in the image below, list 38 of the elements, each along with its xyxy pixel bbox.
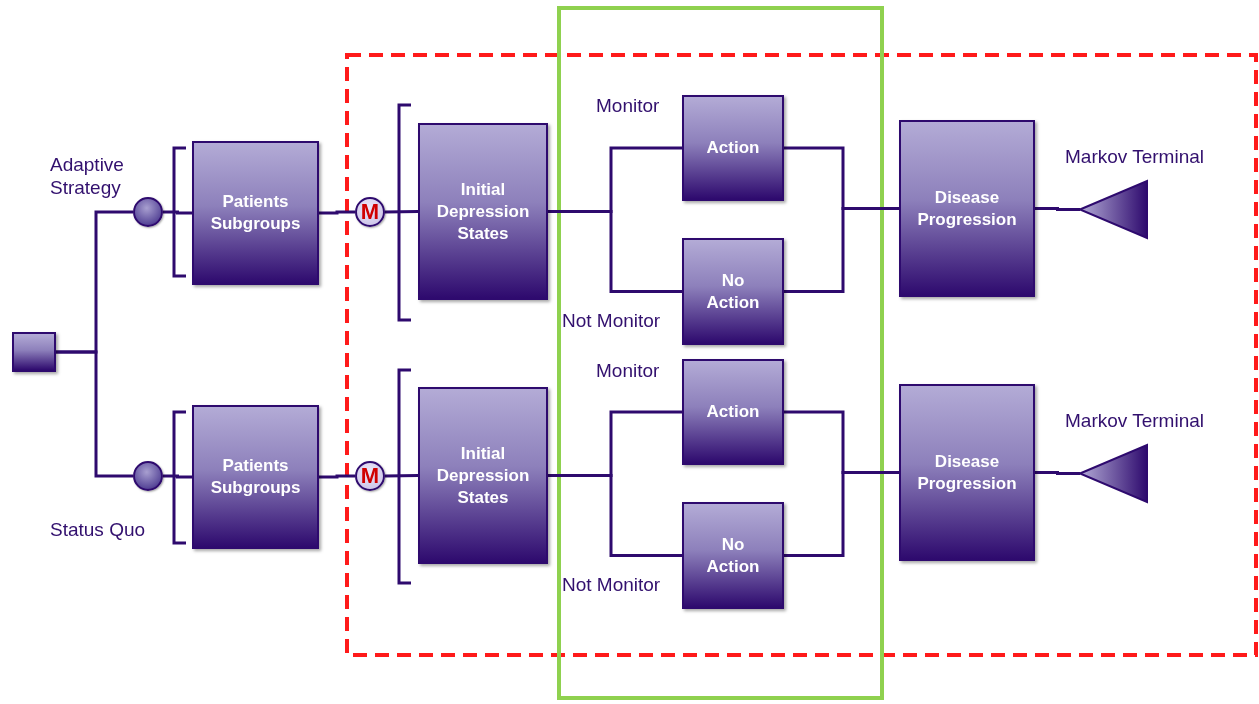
branch-line [384, 210, 419, 214]
process-box: Patients Subgroups [192, 405, 319, 549]
chance-node-circle [133, 461, 163, 491]
process-box: Disease Progression [899, 120, 1035, 297]
branch-label: Monitor [596, 359, 660, 382]
process-box: No Action [682, 238, 784, 345]
branch-line [319, 474, 355, 479]
markov-node-circle: M [355, 461, 385, 491]
process-box: Initial Depression States [418, 123, 548, 300]
process-box: Initial Depression States [418, 387, 548, 564]
chance-node-circle [133, 197, 163, 227]
branch-label: Not Monitor [562, 309, 661, 332]
branch-label: Adaptive Strategy [50, 153, 125, 199]
branch-line [1035, 207, 1080, 211]
branch-line [784, 471, 899, 557]
branch-label: Status Quo [50, 518, 146, 541]
branch-line [548, 210, 682, 293]
branch-line [163, 474, 192, 479]
node-caption: Markov Terminal [1065, 145, 1205, 168]
branch-line [384, 474, 419, 478]
process-box: Patients Subgroups [192, 141, 319, 285]
branch-line [548, 474, 682, 557]
markov-node-circle: M [355, 197, 385, 227]
decision-square [12, 332, 56, 372]
branch-line [319, 210, 355, 215]
branch-label: Monitor [596, 94, 660, 117]
branch-line [1035, 471, 1080, 475]
branch-line [784, 207, 899, 293]
process-box: Disease Progression [899, 384, 1035, 561]
terminal-triangle [1080, 445, 1147, 502]
branch-line [56, 350, 133, 478]
process-box: Action [682, 95, 784, 201]
process-box: Action [682, 359, 784, 465]
branch-label: Not Monitor [562, 573, 661, 596]
process-box: No Action [682, 502, 784, 609]
node-caption: Markov Terminal [1065, 409, 1205, 432]
terminal-triangle [1080, 181, 1147, 238]
branch-line [163, 210, 192, 215]
